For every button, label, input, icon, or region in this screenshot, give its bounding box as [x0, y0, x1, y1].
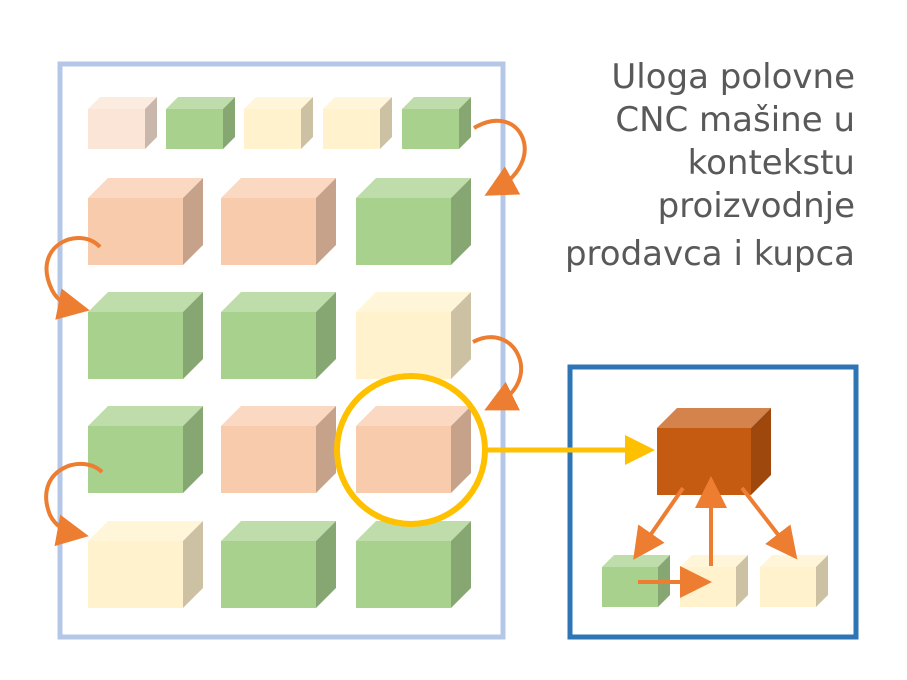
cube-block [88, 178, 203, 265]
cube-block [244, 97, 313, 149]
cube-block [88, 406, 203, 493]
cube-block [356, 406, 471, 493]
title-line: proizvodnje [658, 186, 855, 226]
cube-block [657, 408, 771, 495]
right-panel-border [567, 364, 859, 640]
title-line: CNC mašine u [615, 100, 855, 140]
highlight-circle [334, 373, 488, 527]
cube-block [356, 292, 471, 379]
left-panel-boxes [88, 97, 471, 608]
cube-block [221, 292, 336, 379]
curved-arrow-icon [44, 461, 104, 547]
straight-arrow-icon [740, 486, 798, 560]
cube-block [323, 97, 392, 149]
cube-block [760, 555, 828, 607]
diagram-title: Uloga polovne CNC mašine u kontekstu pro… [565, 57, 855, 274]
cube-block [221, 521, 336, 608]
left-panel-border [57, 61, 506, 640]
right-panel-boxes [602, 408, 828, 607]
cube-block [356, 521, 471, 608]
cube-block [88, 521, 203, 608]
title-line: Uloga polovne [611, 57, 855, 97]
curved-arrow-icon [472, 335, 524, 411]
cube-block [88, 97, 157, 149]
cube-block [88, 292, 203, 379]
straight-arrow-icon [633, 486, 685, 560]
cube-block [166, 97, 235, 149]
cube-block [221, 406, 336, 493]
title-line: prodavca i kupca [565, 234, 855, 274]
cube-block [221, 178, 336, 265]
curved-arrow-icon [44, 236, 102, 320]
cube-block [402, 97, 471, 149]
cube-block [356, 178, 471, 265]
title-line: kontekstu [688, 143, 855, 183]
curved-arrow-icon [472, 118, 527, 196]
